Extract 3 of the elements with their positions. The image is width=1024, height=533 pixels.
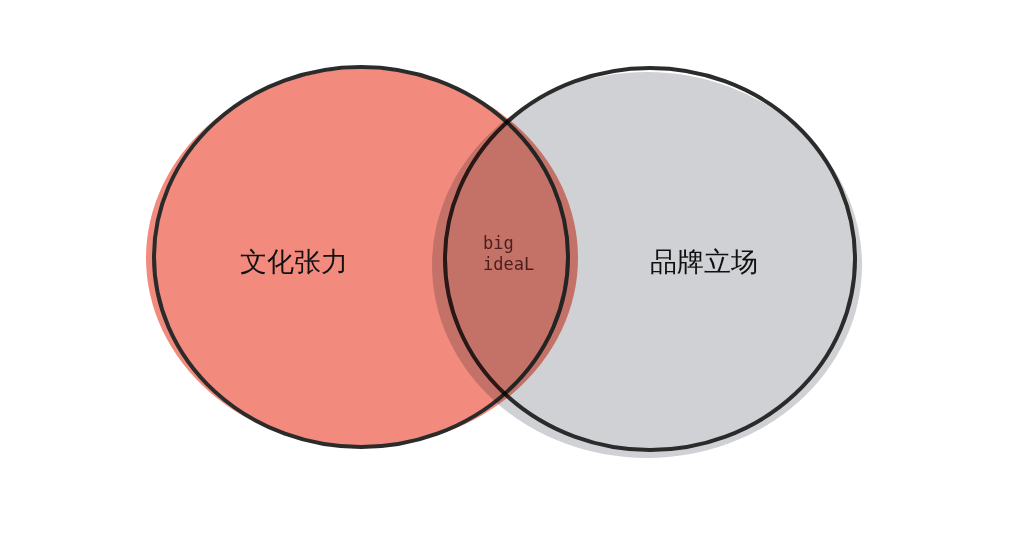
circle-label: 文化张力 — [240, 246, 348, 278]
overlap-label: big ideaL — [483, 233, 536, 275]
circle-label: 品牌立场 — [650, 246, 758, 278]
